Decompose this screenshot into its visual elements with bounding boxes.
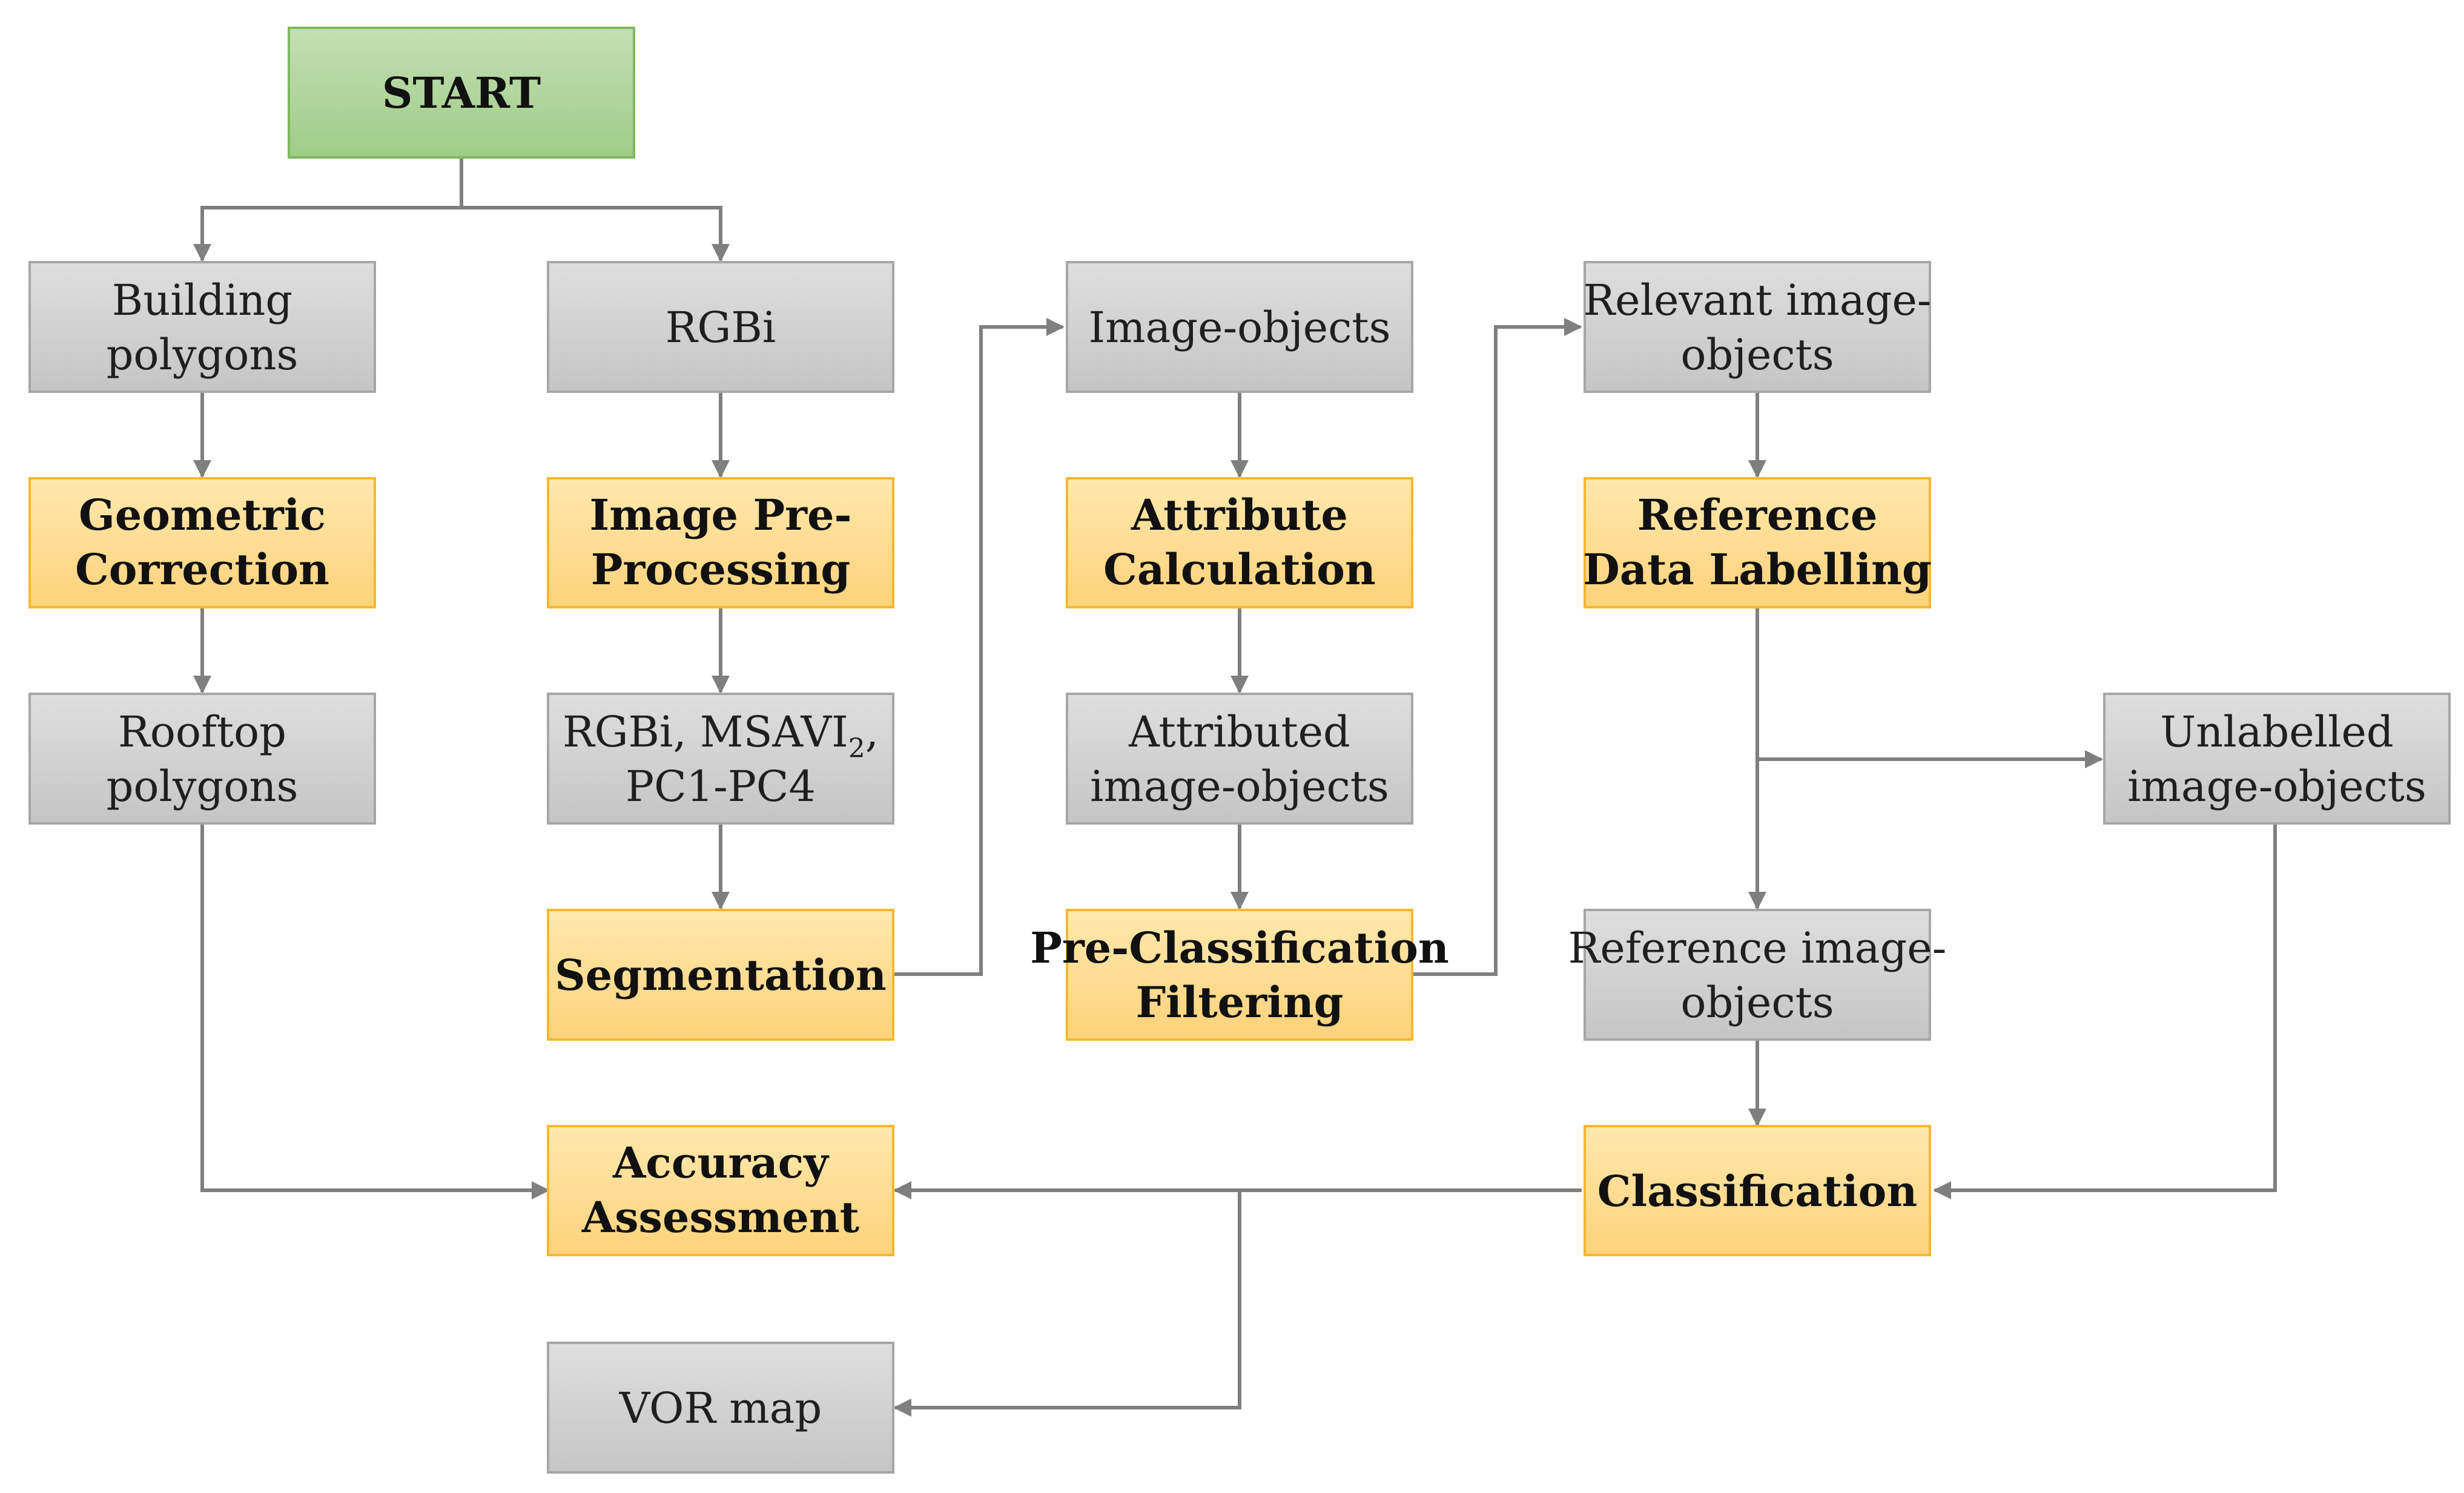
vor-map-node: VOR map xyxy=(547,1342,894,1474)
image-pre-processing-line1: Image Pre- xyxy=(589,490,851,540)
classification-label: Classification xyxy=(1597,1166,1917,1216)
start-node: START xyxy=(288,27,635,159)
rgbi-msavi-pc-line2: PC1-PC4 xyxy=(626,762,816,811)
relevant-image-objects-line1: Relevant image- xyxy=(1583,275,1931,325)
msavi-subscript: 2 xyxy=(848,733,865,764)
attributed-image-objects-node: Attributed image-objects xyxy=(1066,693,1413,825)
connector-start-to-building xyxy=(193,206,461,262)
geometric-correction-line2: Correction xyxy=(75,544,329,595)
accuracy-assessment-line1: Accuracy xyxy=(612,1138,830,1188)
image-objects-node: Image-objects xyxy=(1066,261,1413,393)
attribute-calculation-node: Attribute Calculation xyxy=(1066,477,1413,608)
rooftop-polygons-line1: Rooftop xyxy=(118,707,286,757)
image-pre-processing-line2: Processing xyxy=(591,544,851,595)
start-label: START xyxy=(382,68,541,118)
pre-classification-filtering-node: Pre-Classification Filtering xyxy=(1030,909,1449,1041)
reference-data-labelling-node: Reference Data Labelling xyxy=(1583,477,1932,608)
connector-rooftop-to-accuracy xyxy=(200,823,550,1199)
building-polygons-line1: Building xyxy=(112,275,292,325)
segmentation-node: Segmentation xyxy=(547,909,894,1041)
segmentation-label: Segmentation xyxy=(555,950,887,1000)
relevant-image-objects-node: Relevant image- objects xyxy=(1583,261,1932,393)
relevant-image-objects-line2: objects xyxy=(1680,330,1834,380)
building-polygons-node: Building polygons xyxy=(28,261,376,393)
attributed-image-objects-line1: Attributed xyxy=(1128,707,1350,757)
connector-unlabelled-to-classification xyxy=(1933,823,2277,1199)
pre-classification-filtering-line1: Pre-Classification xyxy=(1030,923,1449,973)
unlabelled-image-objects-line1: Unlabelled xyxy=(2160,707,2393,757)
accuracy-assessment-line2: Assessment xyxy=(581,1192,859,1242)
building-polygons-line2: polygons xyxy=(107,330,299,380)
connector-start-to-rgbi xyxy=(461,206,730,262)
geometric-correction-node: Geometric Correction xyxy=(28,477,376,608)
reference-data-labelling-line1: Reference xyxy=(1637,490,1878,540)
connector-classification-to-vormap xyxy=(893,1190,1241,1417)
attributed-image-objects-line2: image-objects xyxy=(1090,762,1389,811)
reference-image-objects-node: Reference image- objects xyxy=(1568,909,1947,1041)
classification-node: Classification xyxy=(1584,1125,1931,1256)
reference-image-objects-line2: objects xyxy=(1680,978,1834,1027)
rooftop-polygons-line2: polygons xyxy=(107,762,299,811)
connectors xyxy=(193,157,2277,1417)
image-pre-processing-node: Image Pre- Processing xyxy=(547,477,894,608)
rgbi-label: RGBi xyxy=(666,303,776,352)
connector-filtering-to-relevant xyxy=(1411,318,1582,976)
accuracy-assessment-node: Accuracy Assessment xyxy=(547,1125,894,1256)
vor-map-label: VOR map xyxy=(619,1383,822,1433)
rgbi-node: RGBi xyxy=(547,261,894,393)
unlabelled-image-objects-line2: image-objects xyxy=(2127,762,2426,811)
msavi-main-text: RGBi, MSAVI xyxy=(563,707,848,757)
image-objects-label: Image-objects xyxy=(1089,303,1391,352)
connector-segmentation-to-imageobjects xyxy=(893,318,1065,976)
msavi-comma: , xyxy=(865,707,879,757)
rooftop-polygons-node: Rooftop polygons xyxy=(28,693,376,825)
pre-classification-filtering-line2: Filtering xyxy=(1135,977,1343,1027)
reference-data-labelling-line2: Data Labelling xyxy=(1583,544,1932,595)
attribute-calculation-line1: Attribute xyxy=(1131,490,1348,540)
reference-image-objects-line1: Reference image- xyxy=(1568,923,1947,973)
attribute-calculation-line2: Calculation xyxy=(1103,544,1376,595)
geometric-correction-line1: Geometric xyxy=(79,490,326,540)
rgbi-msavi-pc-node: RGBi, MSAVI2, PC1-PC4 xyxy=(547,693,894,825)
rgbi-msavi-pc-line1: RGBi, MSAVI2, xyxy=(563,707,879,764)
unlabelled-image-objects-node: Unlabelled image-objects xyxy=(2103,693,2451,825)
